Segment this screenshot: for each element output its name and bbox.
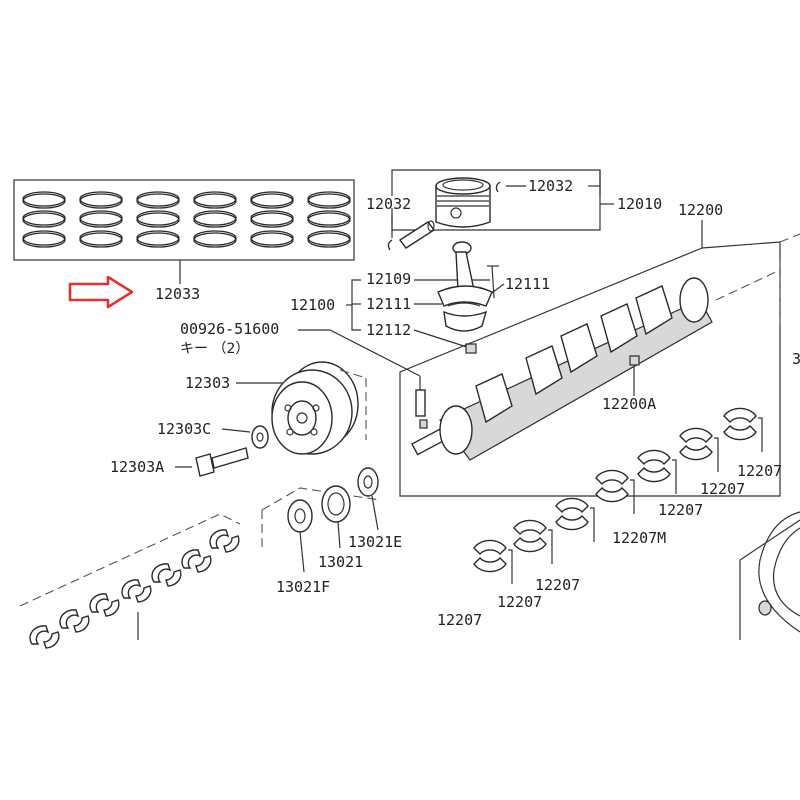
label-12033: 12033 [155, 285, 200, 303]
snap-ring-left [387, 239, 393, 251]
crank-key [629, 355, 640, 366]
label-12111-left: 12111 [366, 295, 411, 313]
flywheel-fragment [739, 511, 800, 640]
crank-web [635, 285, 673, 336]
conrod-bearing-shell [121, 579, 152, 603]
piston [435, 177, 491, 228]
label-12109: 12109 [366, 270, 411, 288]
red-outline-arrow-icon [68, 275, 134, 309]
conrod-bearing-shell [29, 625, 60, 649]
label-12207-c: 12207 [658, 501, 703, 519]
label-13021: 13021 [318, 553, 363, 571]
pulley-washer [251, 425, 269, 449]
label-12200A: 12200A [602, 395, 656, 413]
label-12100: 12100 [290, 296, 335, 314]
ring-set-box [13, 179, 355, 261]
conrod-bearings-group [19, 513, 241, 649]
crankshaft-box [399, 241, 781, 497]
main-bearing-shell [637, 449, 677, 494]
label-12207M: 12207M [612, 529, 666, 547]
label-12207-d: 12207 [535, 576, 580, 594]
label-3-cut: 3 [792, 350, 800, 368]
label-12207-a: 12207 [737, 462, 782, 480]
main-bearing-shell [679, 427, 719, 472]
label-13021F: 13021F [276, 578, 330, 596]
conrod-bearing-shell [59, 609, 90, 633]
label-12032-right: 12032 [528, 177, 573, 195]
main-bearing-shell [595, 469, 635, 514]
label-12303C: 12303C [157, 420, 211, 438]
oil-thrower-13021F [287, 499, 313, 533]
ring-stacks [22, 191, 351, 248]
conrod-bearing-shell [151, 563, 182, 587]
main-bearing-shell [723, 407, 763, 452]
crank-web [525, 345, 563, 396]
conrod-bearing-shell [181, 549, 212, 573]
sprocket-group: 13021F 13021 13021E [261, 467, 402, 596]
main-bearing-shell [473, 539, 513, 584]
woodruff-key [415, 389, 426, 417]
conrod-bearing-shell [89, 593, 120, 617]
label-12010: 12010 [617, 195, 662, 213]
timing-sprocket [321, 485, 351, 523]
crank-web [560, 323, 598, 374]
snap-ring-right [495, 181, 501, 193]
connecting-rod-group: 12100 12109 12111 12112 12111 [290, 241, 550, 354]
piston-ring-stack [22, 191, 66, 248]
piston-ring-stack [193, 191, 237, 248]
piston-ring-stack [307, 191, 351, 248]
label-12303: 12303 [185, 374, 230, 392]
crank-web [600, 303, 638, 354]
label-12200: 12200 [678, 201, 723, 219]
label-12207-f: 12207 [437, 611, 482, 629]
main-bearing-shell [555, 497, 595, 542]
label-00926-51600: 00926-51600 [180, 320, 279, 338]
conrod-bearing-shell [209, 529, 240, 553]
main-bearings-group: 12207 12207 12207 12207M 12207 12207 122… [437, 407, 782, 629]
piston-ring-stack [136, 191, 180, 248]
piston-group: 12010 12032 12032 [366, 169, 662, 251]
label-13021E: 13021E [348, 533, 402, 551]
label-12112: 12112 [366, 321, 411, 339]
crank-web [475, 373, 513, 424]
main-bearing-shell [513, 519, 553, 564]
connecting-rod [437, 241, 499, 354]
piston-pin [398, 220, 436, 249]
label-12207-b: 12207 [700, 480, 745, 498]
piston-ring-stack [79, 191, 123, 248]
label-key-qty: キー （2） [180, 341, 249, 357]
pulley-bolt [195, 447, 249, 477]
piston-ring-set: 12033 [13, 179, 355, 303]
label-12111-right: 12111 [505, 275, 550, 293]
crankshaft [411, 277, 713, 461]
key-group: 00926-51600 キー （2） [180, 320, 428, 429]
label-12032-left: 12032 [366, 195, 411, 213]
piston-ring-stack [250, 191, 294, 248]
label-12207-e: 12207 [497, 593, 542, 611]
crankshaft-group: 12200 3 12200A [399, 170, 800, 497]
crank-pulley-group: 12303 12303C 12303A [110, 361, 367, 477]
crank-pulley [271, 361, 359, 455]
thrust-washer-13021E [357, 467, 379, 497]
label-12303A: 12303A [110, 458, 164, 476]
